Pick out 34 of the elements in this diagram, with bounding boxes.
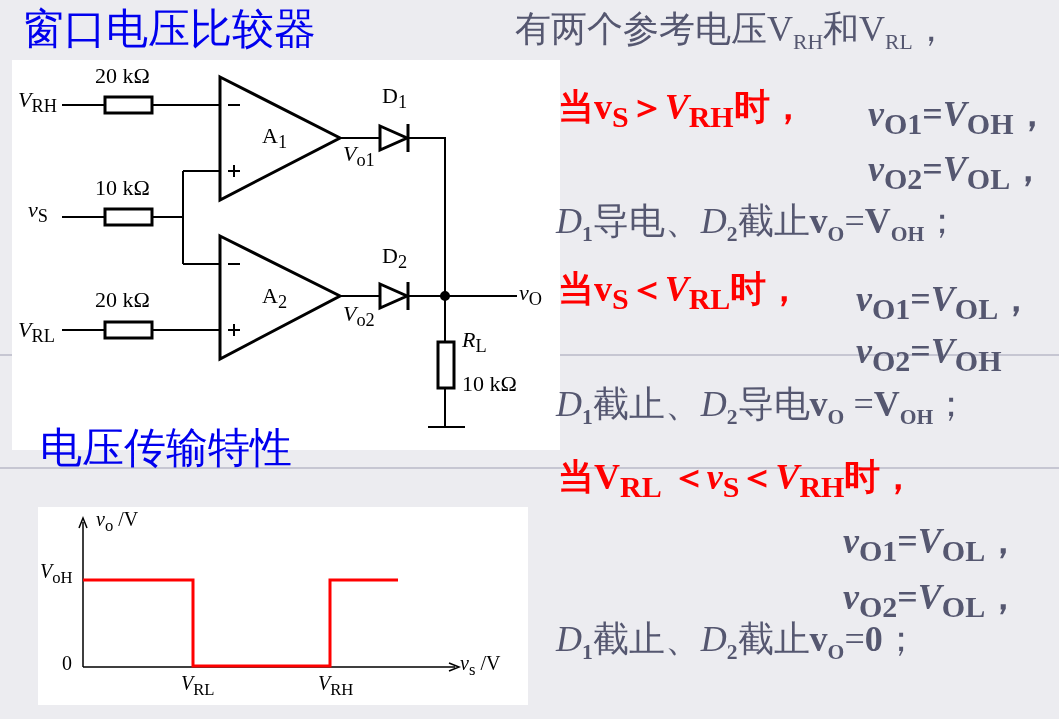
condition-text: 当v$_{S}$＞V$_{RH}$时， xyxy=(558,88,806,134)
tick-label: V$_{RL}$ xyxy=(181,672,215,700)
result-text: v$_{O1}$=V$_{OL}$， xyxy=(843,522,1022,568)
amplifier-label: A$_{1}$ xyxy=(262,124,288,153)
tick-label: V$_{RH}$ xyxy=(318,672,354,700)
diode-label: D$_{2}$ xyxy=(382,244,408,273)
condition-text: 当V$_{RL}$ ＜v$_{S}$＜V$_{RH}$时， xyxy=(558,458,917,504)
voltage-label: V$_{RL}$ xyxy=(18,318,55,347)
result-text: v$_{O2}$=V$_{OH}$ xyxy=(856,332,1002,378)
statement-text: 有两个参考电压V$_{RH}$和V$_{RL}$， xyxy=(515,10,949,55)
output-label: V$_{o2}$ xyxy=(343,302,375,331)
voltage-label: V$_{RH}$ xyxy=(18,88,57,117)
title: 窗口电压比较器 xyxy=(22,6,316,53)
result-text: D$_{1}$截止、D$_{2}$导电v$_{O}$ =V$_{OH}$； xyxy=(556,385,970,430)
amplifier-label: A$_{2}$ xyxy=(262,284,288,313)
voltage-label: v$_{S}$ xyxy=(28,198,48,227)
resistor-value: 10 kΩ xyxy=(462,372,517,397)
resistor-value: 10 kΩ xyxy=(95,176,150,201)
axis-label: v$_{s}$ /V xyxy=(460,652,501,680)
result-text: v$_{O2}$=V$_{OL}$， xyxy=(868,150,1047,196)
resistor-value: 20 kΩ xyxy=(95,288,150,313)
resistor-value: 20 kΩ xyxy=(95,64,150,89)
resistor-label: R$_{L}$ xyxy=(462,328,487,357)
result-text: v$_{O1}$=V$_{OH}$， xyxy=(868,95,1050,141)
result-text: v$_{O1}$=V$_{OL}$， xyxy=(856,280,1035,326)
voltage-label: v$_{O}$ xyxy=(519,281,542,310)
section-heading: 电压传输特性 xyxy=(40,425,292,472)
condition-text: 当v$_{S}$＜V$_{RL}$时， xyxy=(558,270,803,316)
result-text: D$_{1}$导电、D$_{2}$截止v$_{O}$=V$_{OH}$； xyxy=(556,202,961,247)
diode-label: D$_{1}$ xyxy=(382,84,408,113)
axis-label: v$_{o}$ /V xyxy=(96,508,139,536)
tick-label: 0 xyxy=(62,652,72,674)
output-label: V$_{o1}$ xyxy=(343,142,375,171)
tick-label: V$_{oH}$ xyxy=(40,560,73,588)
